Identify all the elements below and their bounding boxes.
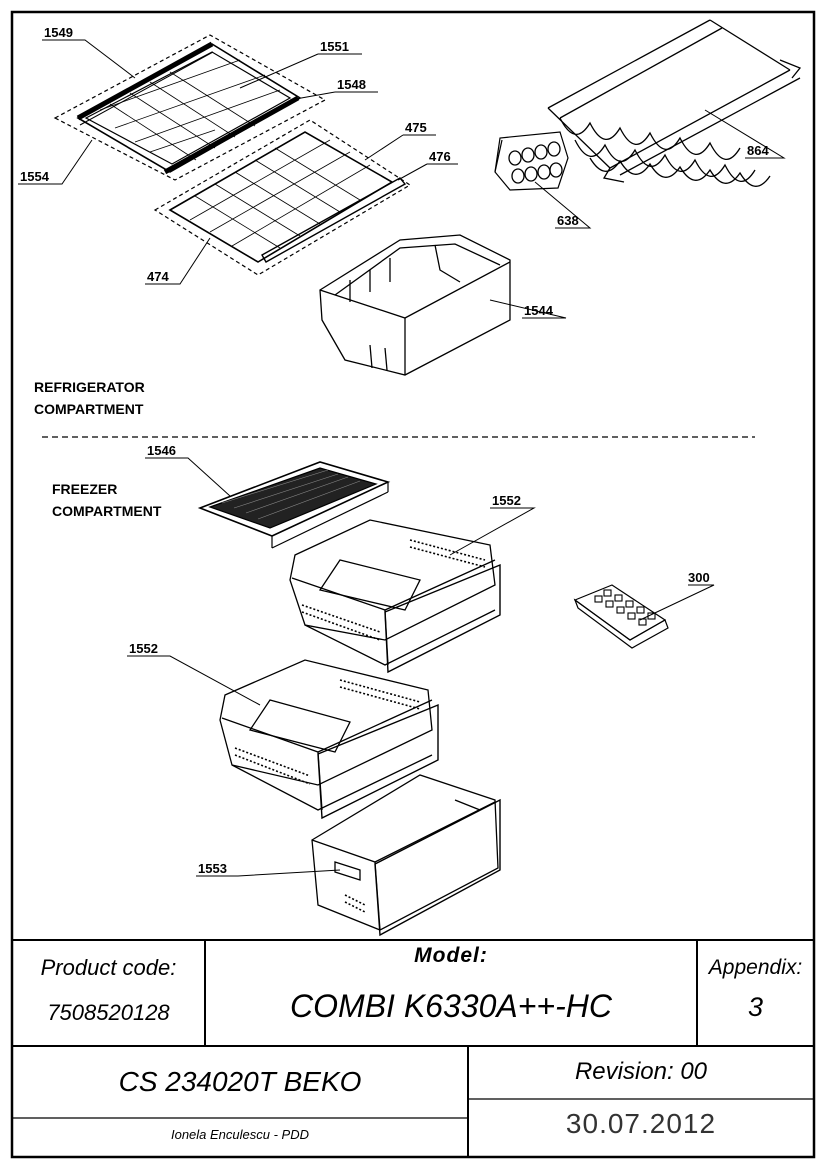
leader-lines bbox=[18, 39, 786, 877]
callout-1544: 1544 bbox=[524, 303, 554, 318]
glass-shelf-lower bbox=[153, 119, 412, 276]
callout-1552-upper: 1552 bbox=[492, 493, 521, 508]
callout-1552-lower: 1552 bbox=[129, 641, 158, 656]
callout-476: 476 bbox=[429, 149, 451, 164]
callout-300: 300 bbox=[688, 570, 710, 585]
callout-1554: 1554 bbox=[20, 169, 50, 184]
appendix-value: 3 bbox=[747, 992, 764, 1022]
product-code-label: Product code: bbox=[40, 955, 177, 980]
glass-shelf-upper bbox=[53, 34, 327, 181]
appendix-label: Appendix: bbox=[708, 956, 803, 979]
date: 30.07.2012 bbox=[565, 1108, 717, 1139]
model-label: Model: bbox=[414, 944, 488, 967]
sheet-border bbox=[10, 10, 816, 1159]
callout-864: 864 bbox=[747, 143, 769, 158]
callout-474: 474 bbox=[147, 269, 169, 284]
callout-1551: 1551 bbox=[320, 39, 349, 54]
author: Ionela Enculescu - PDD bbox=[170, 1127, 309, 1142]
revision: Revision: 00 bbox=[574, 1058, 708, 1085]
freezer-grid-shelf bbox=[197, 461, 391, 549]
freezer-label-line1: FREEZER bbox=[52, 481, 117, 497]
callout-1548: 1548 bbox=[337, 77, 366, 92]
callout-1553: 1553 bbox=[198, 861, 227, 876]
egg-tray bbox=[494, 131, 569, 191]
refrigerator-label-line1: REFRIGERATOR bbox=[34, 379, 145, 395]
ice-tray bbox=[573, 584, 669, 649]
product-code-value: 7508520128 bbox=[47, 1000, 170, 1025]
callout-1546: 1546 bbox=[147, 443, 176, 458]
freezer-label-line2: COMPARTMENT bbox=[52, 503, 162, 519]
callout-638: 638 bbox=[557, 213, 579, 228]
model-value: COMBI K6330A++-HC bbox=[290, 988, 612, 1024]
shelf-lower-dashed-boundary bbox=[153, 119, 412, 276]
freezer-drawer-bottom bbox=[311, 774, 501, 937]
compartment-labels: REFRIGERATOR COMPARTMENT FREEZER COMPART… bbox=[34, 379, 162, 519]
bottle-rack bbox=[547, 19, 802, 187]
freezer-drawer-lower bbox=[219, 659, 439, 820]
callout-labels: 1549 1551 1548 475 476 1554 474 638 864 … bbox=[20, 25, 769, 876]
freezer-drawer-upper bbox=[289, 519, 501, 674]
title-block-grid bbox=[12, 939, 814, 1157]
callout-1549: 1549 bbox=[44, 25, 73, 40]
crisper-box bbox=[319, 234, 511, 376]
callout-475: 475 bbox=[405, 120, 427, 135]
refrigerator-label-line2: COMPARTMENT bbox=[34, 401, 144, 417]
document-number: CS 234020T BEKO bbox=[118, 1066, 362, 1097]
